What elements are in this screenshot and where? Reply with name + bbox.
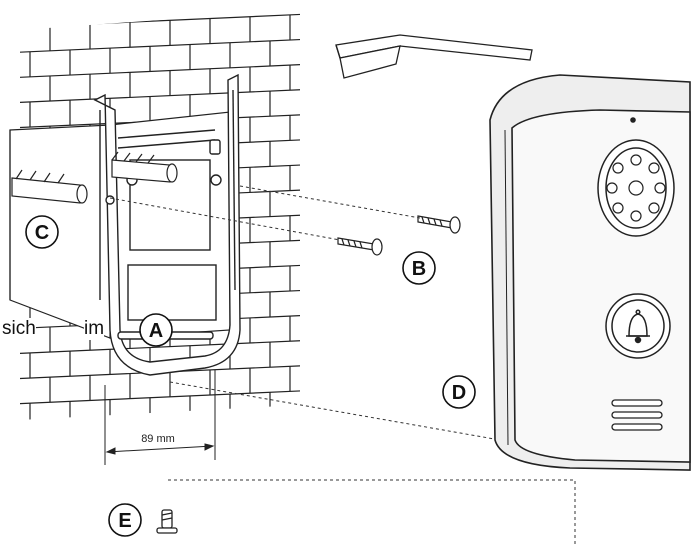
camera-led [612,162,624,174]
callout-d-label: D [452,382,466,404]
callout-c-circle [25,215,59,249]
caption-right: im [84,318,105,340]
callout-a-label: A [149,320,163,342]
brick-mortar-line [20,13,300,29]
wall-plug-upper [111,151,178,183]
speaker-grille [611,399,663,431]
rain-cover [335,34,533,79]
camera-led [630,210,642,222]
camera-module [597,139,675,237]
doorbell-device [489,74,691,471]
camera-led [606,182,618,194]
callout-a-circle [139,313,173,347]
callout-e-circle [108,503,142,537]
callout-b-label: B [412,258,426,280]
wall-plug-lower [11,169,88,204]
brick-mortar-line [20,63,300,79]
camera-led [612,202,624,214]
bottom-screw [156,509,178,534]
camera-led [630,154,642,166]
brick-mortar-line [20,38,300,54]
dimension-89mm [104,370,216,465]
bell-button [605,293,671,359]
callout-c-label: C [35,222,49,244]
alignment-lines [109,185,576,545]
brick-mortar-line [20,339,300,355]
screw-upper [417,215,461,234]
dimension-label: 89 mm [141,433,175,445]
callout-d-circle [442,375,476,409]
camera-led [648,202,660,214]
callout-b-circle [402,251,436,285]
caption-left: sich [2,318,36,340]
screw-lower [337,237,383,256]
callout-e-label: E [118,510,131,532]
camera-led [648,162,660,174]
brick-mortar-line [20,415,300,420]
brick-mortar-line [20,88,300,104]
camera-led [654,182,666,194]
brick-mortar-line [20,389,300,406]
camera-lens [628,180,644,196]
